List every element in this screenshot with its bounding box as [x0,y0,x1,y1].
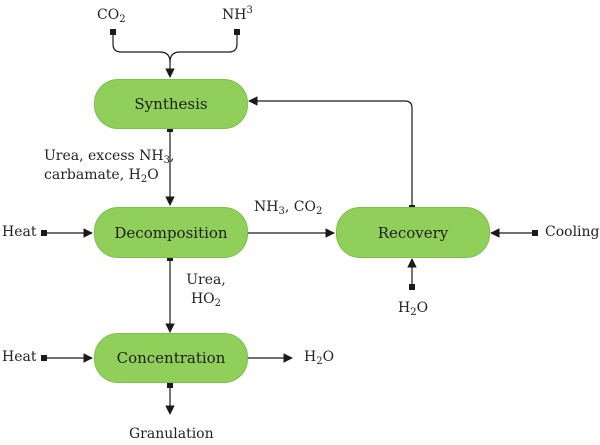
nh3-input-label: NH3 [222,5,253,24]
cooling-port [532,230,538,236]
decomposition-output-label: Urea, HO2 [186,272,226,309]
water-recovery-port [409,284,415,290]
heat-bottom-port [41,355,47,361]
co2-port [110,29,116,35]
synthesis-output-label: Urea, excess NH3, carbamate, H2O [44,148,175,185]
nh3-feed-line [169,32,238,63]
cooling-label: Cooling [545,224,600,240]
heat-top-port [41,230,47,236]
decomposition-label: Decomposition [114,223,228,242]
synthesis-node: Synthesis [94,79,248,129]
heat-decomposition-label: Heat [2,224,37,240]
water-recovery-label: H2O [398,300,429,318]
synthesis-out-port [167,126,173,132]
co2-feed-line [112,32,175,78]
synthesis-label: Synthesis [134,95,208,113]
recovery-to-synthesis-line [248,96,413,208]
recovery-label: Recovery [377,223,449,242]
decomposition-bottom-port [167,255,173,261]
decomposition-node: Decomposition [94,207,248,258]
recovery-flow-label: NH3, CO2 [254,199,323,217]
concentration-label: Concentration [116,349,226,367]
concentration-bottom-port [167,382,173,388]
granulation-label: Granulation [129,426,214,442]
co2-input-label: CO2 [97,7,126,25]
heat-concentration-label: Heat [2,349,37,365]
recovery-node: Recovery [336,207,490,258]
nh3-port [234,29,240,35]
concentration-node: Concentration [94,333,248,383]
water-output-label: H2O [304,349,335,367]
